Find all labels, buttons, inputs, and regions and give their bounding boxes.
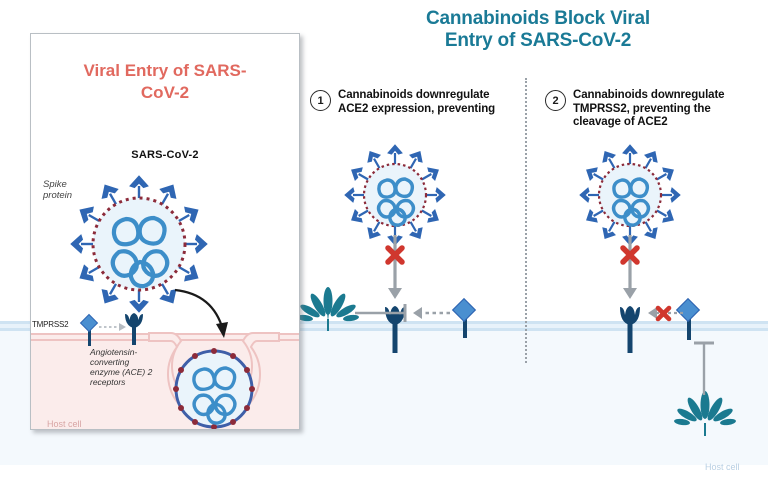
host-cell-label: Host cell — [705, 462, 740, 472]
ace2-label-line-4: receptors — [90, 377, 126, 387]
tmprss2-protein-panel-1 — [451, 297, 477, 338]
step-1-line-2: ACE2 expression, preventing — [338, 102, 496, 115]
ace2-label-line-2: converting — [90, 357, 130, 367]
sars-cov-2-label: SARS-CoV-2 — [131, 149, 199, 161]
step-1-text: Cannabinoids downregulate ACE2 expressio… — [338, 89, 495, 116]
ace2-receptor-panel-2 — [620, 306, 640, 353]
step-1-number-badge: 1 — [310, 90, 331, 111]
cleavage-arrow-panel-2 — [648, 307, 683, 319]
panel-1-graphics — [344, 144, 446, 353]
inset-title-line-1: Viral Entry of SARS- — [83, 61, 247, 80]
virus-rna-inset — [110, 215, 170, 289]
virus-particle-inset — [70, 175, 208, 313]
step-1-line-1: Cannabinoids downregulate — [338, 89, 490, 101]
endosome-spike-dots — [173, 348, 255, 429]
tmprss2-protein-panel-2 — [675, 297, 701, 340]
spike-proteins-inset — [70, 175, 208, 313]
step-2-text: Cannabinoids downregulate TMPRSS2, preve… — [573, 89, 725, 130]
virus-particle-panel-2 — [579, 144, 681, 246]
block-x-icon-panel-1 — [385, 245, 405, 265]
step-2-line-3: cleavage of ACE2 — [573, 116, 668, 128]
virus-envelope-inset — [91, 196, 187, 292]
cannabis-leaf-panel-2 — [674, 391, 736, 436]
viral-entry-inset-panel: Viral Entry of SARS- CoV-2 SARS-CoV-2 Sp… — [30, 33, 300, 430]
inset-title-line-2: CoV-2 — [140, 83, 190, 102]
virus-rna-panel-2 — [611, 177, 651, 227]
page-title-line-1: Cannabinoids Block Viral — [426, 8, 650, 29]
cell-membrane-outer-band — [0, 321, 768, 324]
viral-entry-arrow-panel-1 — [388, 235, 402, 299]
cell-membrane-inner-band — [0, 328, 768, 331]
step-2-number-badge: 2 — [545, 90, 566, 111]
endosome-rna — [192, 366, 237, 425]
inset-panel-title: Viral Entry of SARS- CoV-2 — [49, 60, 281, 104]
viral-entry-arrow-panel-2 — [623, 235, 637, 299]
ace2-label-line-1: Angiotensin- — [90, 347, 138, 357]
spike-label-line-2: protein — [43, 190, 73, 201]
cannabis-leaf-panel-1 — [297, 287, 359, 331]
endocytosed-virus-inset — [173, 348, 255, 429]
endosome-envelope — [174, 349, 254, 429]
inset-ace2-receptor — [125, 313, 143, 345]
step-2-line-1: Cannabinoids downregulate — [573, 89, 725, 101]
inset-cleavage-arrow — [99, 323, 126, 331]
virus-particle-panel-1 — [344, 144, 446, 246]
spike-protein-label: Spike protein — [43, 179, 103, 201]
ace2-receptor-panel-1 — [385, 306, 405, 353]
inset-host-cell-label: Host cell — [47, 419, 82, 429]
spike-label-line-1: Spike — [43, 179, 67, 190]
panel-divider — [525, 78, 527, 363]
block-x-icon-cleavage-panel-2 — [655, 305, 672, 322]
ace2-label-line-3: enzyme (ACE) 2 — [90, 367, 153, 377]
page-title-line-2: Entry of SARS-CoV-2 — [444, 30, 632, 51]
page-title: Cannabinoids Block Viral Entry of SARS-C… — [388, 8, 688, 52]
panel-2-graphics — [579, 144, 681, 353]
entry-curved-arrow — [174, 288, 228, 338]
inset-tmprss2-label: TMPRSS2 — [32, 320, 69, 329]
inhibition-line-panel-1 — [355, 304, 407, 322]
cleavage-arrow-panel-1 — [413, 307, 450, 319]
block-x-icon-panel-2 — [620, 245, 640, 265]
inset-ace2-label: Angiotensin- converting enzyme (ACE) 2 r… — [90, 347, 182, 387]
inhibition-line-panel-2 — [694, 341, 714, 395]
cell-membrane-middle-band — [0, 324, 768, 328]
inset-tmprss2-protein — [79, 313, 99, 346]
step-2-line-2: TMPRSS2, preventing the — [573, 102, 711, 115]
virus-rna-panel-1 — [376, 177, 416, 227]
